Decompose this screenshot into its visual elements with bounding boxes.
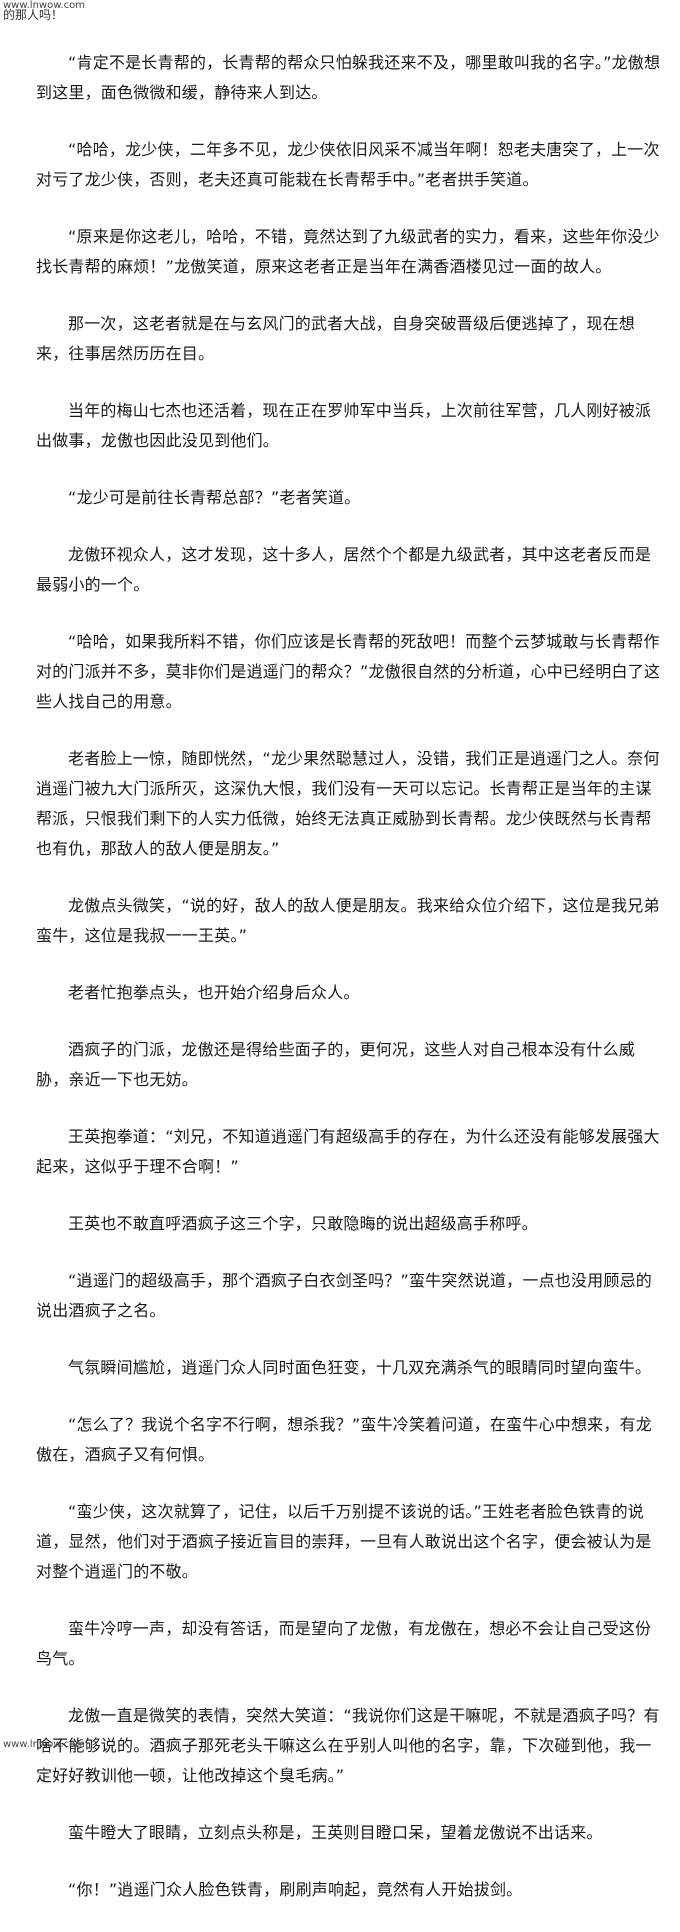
paragraph: 王英抱拳道：“刘兄，不知道逍遥门有超级高手的存在，为什么还没有能够发展强大起来，…	[36, 1127, 660, 1176]
paragraph: 龙傲一直是微笑的表情，突然大笑道：“我说你们这是干嘛呢，不就是酒疯子吗？有啥不能…	[36, 1706, 660, 1785]
paragraph: “龙少可是前往长青帮总部？”老者笑道。	[68, 488, 361, 507]
paragraph: “蛮少侠，这次就算了，记住，以后千万别提不该说的话。”王姓老者脸色铁青的说道，显…	[36, 1502, 652, 1581]
watermark-top: www.lnwow.com	[3, 0, 86, 11]
paragraph: “怎么了？我说个名字不行啊，想杀我？”蛮牛冷笑着问道，在蛮牛心中想来，有龙傲在，…	[36, 1415, 652, 1464]
paragraph: “哈哈，如果我所料不错，你们应该是长青帮的死敌吧！而整个云梦城敢与长青帮作对的门…	[36, 632, 661, 711]
paragraph: 蛮牛冷哼一声，却没有答话，而是望向了龙傲，有龙傲在，想必不会让自己受这份鸟气。	[36, 1619, 652, 1668]
paragraph: “原来是你这老儿，哈哈，不错，竟然达到了九级武者的实力，看来，这些年你没少找长青…	[36, 227, 660, 276]
paragraph: 王英也不敢直呼酒疯子这三个字，只敢隐晦的说出超级高手称呼。	[68, 1214, 538, 1233]
watermark-bottom: www.lnwow.com	[3, 1739, 86, 1750]
paragraph: “逍遥门的超级高手，那个酒疯子白衣剑圣吗？”蛮牛突然说道，一点也没用顾忌的说出酒…	[36, 1271, 652, 1320]
paragraph: “你！”逍遥门众人脸色铁青，刷刷声响起，竟然有人开始拔剑。	[68, 1880, 523, 1899]
paragraph: 那一次，这老者就是在与玄风门的武者大战，自身突破晋级后便逃掉了，现在想来，往事居…	[36, 314, 636, 363]
paragraph: “哈哈，龙少侠，二年多不见，龙少侠依旧风采不减当年啊！恕老夫唐突了，上一次对亏了…	[36, 140, 660, 189]
paragraph: 当年的梅山七杰也还活着，现在正在罗帅军中当兵，上次前往军营，几人刚好被派出做事，…	[36, 401, 652, 450]
header-fragment: 的那人吗！	[3, 8, 64, 22]
paragraph: 老者忙抱拳点头，也开始介绍身后众人。	[68, 983, 360, 1002]
paragraph: 蛮牛瞪大了眼睛，立刻点头称是，王英则目瞪口呆，望着龙傲说不出话来。	[68, 1823, 603, 1842]
paragraph: 酒疯子的门派，龙傲还是得给些面子的，更何况，这些人对自己根本没有什么威胁，亲近一…	[36, 1040, 636, 1089]
article-body: “肯定不是长青帮的，长青帮的帮众只怕躲我还来不及，哪里敢叫我的名字。”龙傲想到这…	[36, 48, 664, 1932]
paragraph: 老者脸上一惊，随即恍然，“龙少果然聪慧过人，没错，我们正是逍遥门之人。奈何逍遥门…	[36, 749, 660, 858]
paragraph: 龙傲点头微笑，“说的好，敌人的敌人便是朋友。我来给众位介绍下，这位是我兄弟蛮牛，…	[36, 896, 660, 945]
paragraph: “肯定不是长青帮的，长青帮的帮众只怕躲我还来不及，哪里敢叫我的名字。”龙傲想到这…	[36, 53, 661, 102]
paragraph: 龙傲环视众人，这才发现，这十多人，居然个个都是九级武者，其中这老者反而是最弱小的…	[36, 545, 652, 594]
paragraph: 气氛瞬间尴尬，逍遥门众人同时面色狂变，十几双充满杀气的眼睛同时望向蛮牛。	[68, 1358, 652, 1377]
